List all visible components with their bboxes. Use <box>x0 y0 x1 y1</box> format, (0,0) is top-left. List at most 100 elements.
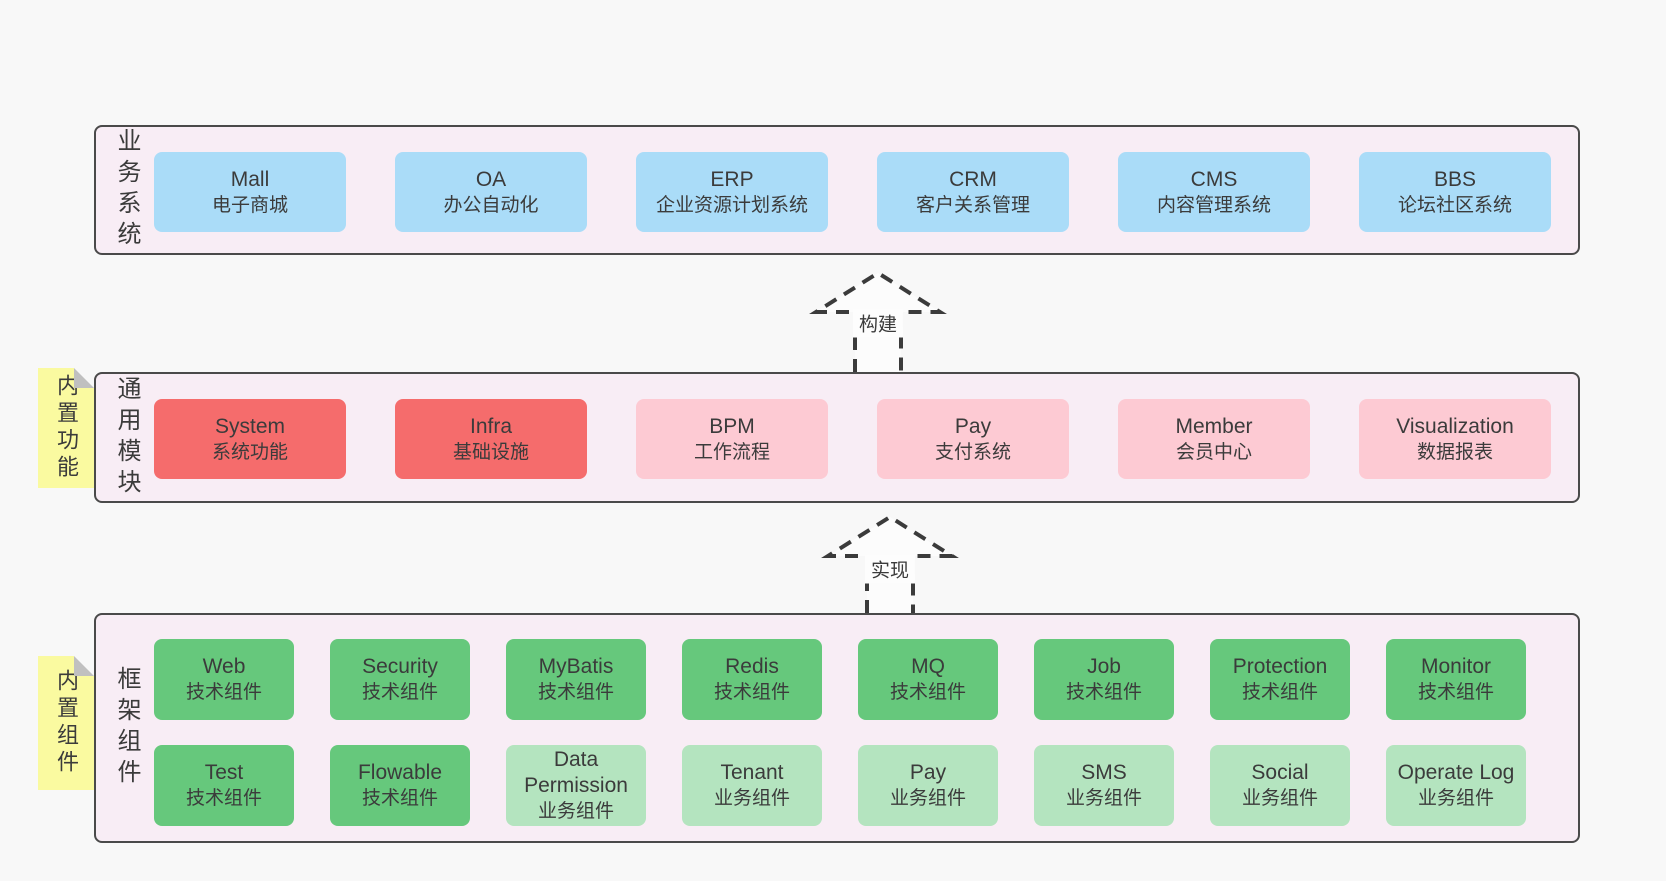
box-subtitle: 技术组件 <box>361 682 438 703</box>
box-protection: Protection 技术组件 <box>1210 639 1350 720</box>
box-title: ERP <box>710 167 754 191</box>
box-subtitle: 企业资源计划系统 <box>655 194 808 216</box>
box-pay: Pay 支付系统 <box>877 399 1069 479</box>
box-system: System 系统功能 <box>154 399 346 479</box>
box-subtitle: 系统功能 <box>211 441 288 463</box>
box-title: BBS <box>1433 167 1477 191</box>
box-title: Monitor <box>1420 655 1492 678</box>
box-title: Job <box>1087 655 1121 678</box>
box-title: Protection <box>1232 655 1328 678</box>
box-title: BPM <box>709 414 755 438</box>
box-social: Social 业务组件 <box>1210 745 1350 826</box>
box-sms: SMS 业务组件 <box>1034 745 1174 826</box>
note-text: 内置功能 <box>54 374 79 482</box>
business-systems-row: Mall 电子商城 OA 办公自动化 ERP 企业资源计划系统 CRM 客户关系… <box>154 152 1551 232</box>
box-flowable: Flowable 技术组件 <box>330 745 470 826</box>
biz-components-row: Test 技术组件 Flowable 技术组件 Data Permission … <box>154 745 1526 826</box>
box-subtitle: 技术组件 <box>185 788 262 809</box>
box-title: Flowable <box>357 761 443 784</box>
box-title: Pay <box>954 414 992 438</box>
arrow-build-label: 构建 <box>852 308 904 338</box>
box-title: MyBatis <box>538 655 614 678</box>
note-fold-corner-icon <box>74 656 94 676</box>
box-data-permission: Data Permission 业务组件 <box>506 745 646 826</box>
arrow-implement-label: 实现 <box>864 554 916 584</box>
box-subtitle: 业务组件 <box>1065 788 1142 809</box>
box-subtitle: 会员中心 <box>1175 441 1252 463</box>
box-subtitle: 技术组件 <box>185 682 262 703</box>
box-title: Social <box>1251 761 1309 784</box>
note-fold-corner-icon <box>74 368 94 388</box>
box-subtitle: 电子商城 <box>211 194 288 216</box>
common-modules-row: System 系统功能 Infra 基础设施 BPM 工作流程 Pay 支付系统… <box>154 399 1551 479</box>
box-title: MQ <box>911 655 945 678</box>
box-subtitle: 业务组件 <box>537 801 614 822</box>
band-label-common-modules: 通用模块 <box>113 375 140 500</box>
box-monitor: Monitor 技术组件 <box>1386 639 1526 720</box>
box-subtitle: 技术组件 <box>889 682 966 703</box>
band-label-framework-components: 框架组件 <box>113 666 140 790</box>
box-title: Visualization <box>1396 414 1514 438</box>
band-framework-components: 框架组件 Web 技术组件 Security 技术组件 MyBatis 技术组件… <box>94 613 1580 843</box>
box-subtitle: 基础设施 <box>452 441 529 463</box>
box-security: Security 技术组件 <box>330 639 470 720</box>
box-subtitle: 工作流程 <box>693 441 770 463</box>
box-crm: CRM 客户关系管理 <box>877 152 1069 232</box>
box-visualization: Visualization 数据报表 <box>1359 399 1551 479</box>
box-bbs: BBS 论坛社区系统 <box>1359 152 1551 232</box>
box-subtitle: 客户关系管理 <box>915 194 1030 216</box>
box-subtitle: 内容管理系统 <box>1156 194 1271 216</box>
box-title: OA <box>475 167 507 191</box>
box-bpm: BPM 工作流程 <box>636 399 828 479</box>
note-text: 内置组件 <box>54 669 79 777</box>
box-title: SMS <box>1081 761 1127 784</box>
box-subtitle: 技术组件 <box>361 788 438 809</box>
box-tenant: Tenant 业务组件 <box>682 745 822 826</box>
tech-components-row: Web 技术组件 Security 技术组件 MyBatis 技术组件 Redi… <box>154 639 1526 720</box>
box-member: Member 会员中心 <box>1118 399 1310 479</box>
arrow-implement: 实现 <box>820 512 960 613</box>
box-title: Tenant <box>720 761 784 784</box>
note-builtin-features: 内置功能 <box>38 368 94 488</box>
box-title: Web <box>202 655 246 678</box>
box-mybatis: MyBatis 技术组件 <box>506 639 646 720</box>
note-builtin-components: 内置组件 <box>38 656 94 790</box>
box-title: Mall <box>230 167 270 191</box>
box-subtitle: 论坛社区系统 <box>1397 194 1512 216</box>
box-subtitle: 技术组件 <box>1241 682 1318 703</box>
box-title: Pay <box>909 761 947 784</box>
box-erp: ERP 企业资源计划系统 <box>636 152 828 232</box>
box-mq: MQ 技术组件 <box>858 639 998 720</box>
box-title: System <box>214 414 285 438</box>
box-redis: Redis 技术组件 <box>682 639 822 720</box>
box-subtitle: 办公自动化 <box>443 194 539 216</box>
box-oa: OA 办公自动化 <box>395 152 587 232</box>
box-subtitle: 技术组件 <box>1417 682 1494 703</box>
box-title: Test <box>204 761 244 784</box>
box-subtitle: 业务组件 <box>1241 788 1318 809</box>
box-title: Member <box>1175 414 1253 438</box>
box-title: CRM <box>949 167 997 191</box>
box-subtitle: 业务组件 <box>1417 788 1494 809</box>
arrow-build: 构建 <box>808 268 948 372</box>
box-title: Operate Log <box>1397 761 1515 784</box>
box-pay-biz: Pay 业务组件 <box>858 745 998 826</box>
band-business-systems: 业务系统 Mall 电子商城 OA 办公自动化 ERP 企业资源计划系统 CRM… <box>94 125 1580 255</box>
box-subtitle: 业务组件 <box>713 788 790 809</box>
box-title: Data Permission <box>524 748 628 797</box>
box-mall: Mall 电子商城 <box>154 152 346 232</box>
box-subtitle: 技术组件 <box>537 682 614 703</box>
box-subtitle: 支付系统 <box>934 441 1011 463</box>
box-cms: CMS 内容管理系统 <box>1118 152 1310 232</box>
box-subtitle: 业务组件 <box>889 788 966 809</box>
box-subtitle: 技术组件 <box>713 682 790 703</box>
box-test: Test 技术组件 <box>154 745 294 826</box>
box-title: Infra <box>469 414 513 438</box>
box-infra: Infra 基础设施 <box>395 399 587 479</box>
box-title: Security <box>362 655 438 678</box>
band-common-modules: 通用模块 System 系统功能 Infra 基础设施 BPM 工作流程 Pay… <box>94 372 1580 503</box>
box-title: Redis <box>725 655 779 678</box>
box-title: CMS <box>1190 167 1238 191</box>
band-label-business-systems: 业务系统 <box>113 128 140 252</box>
box-subtitle: 数据报表 <box>1416 441 1493 463</box>
